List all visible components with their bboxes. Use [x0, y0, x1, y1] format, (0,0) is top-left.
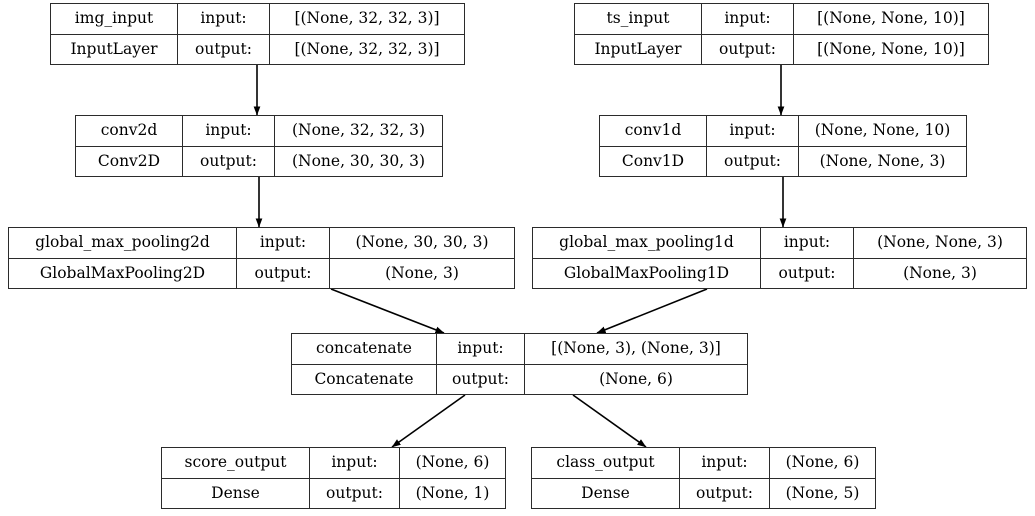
node-class-name: Concatenate: [292, 364, 437, 394]
node-output-label: output:: [680, 478, 770, 508]
node-row-input: concatenate input: [(None, 3), (None, 3)…: [292, 334, 747, 365]
node-output-label: output:: [183, 146, 275, 176]
node-input-label: input:: [183, 116, 275, 146]
graph-node-score_output[interactable]: score_output input: (None, 6) Dense outp…: [161, 447, 506, 509]
edge-concatenate-to-score_output: [391, 394, 466, 448]
node-input-label: input:: [178, 4, 270, 34]
node-input-label: input:: [761, 228, 854, 258]
node-input-shape: (None, None, 3): [877, 233, 1003, 251]
node-class-name: GlobalMaxPooling1D: [533, 258, 761, 288]
node-class-name: InputLayer: [51, 34, 178, 64]
node-output-shape: (None, 3): [903, 263, 977, 282]
node-input-shape: [(None, None, 10)]: [817, 9, 965, 27]
node-output-label: output:: [178, 34, 270, 64]
node-output-shape: (None, None, 3): [819, 151, 946, 170]
node-class-name: GlobalMaxPooling2D: [9, 258, 237, 288]
node-row-output: GlobalMaxPooling1D output: (None, 3): [533, 258, 1026, 288]
node-row-input: class_output input: (None, 6): [532, 448, 875, 479]
node-row-output: InputLayer output: [(None, None, 10)]: [575, 34, 988, 64]
node-row-output: Concatenate output: (None, 6): [292, 364, 747, 394]
node-input-shape: (None, 30, 30, 3): [355, 233, 489, 251]
node-layer-name: img_input: [51, 4, 178, 34]
node-output-label: output:: [310, 478, 400, 508]
node-output-shape: (None, 30, 30, 3): [291, 151, 425, 170]
node-row-input: global_max_pooling1d input: (None, None,…: [533, 228, 1026, 259]
node-input-label: input:: [680, 448, 770, 478]
node-class-name: Dense: [532, 478, 680, 508]
graph-node-ts_input[interactable]: ts_input input: [(None, None, 10)] Input…: [574, 3, 989, 65]
node-layer-name: global_max_pooling2d: [9, 228, 237, 258]
node-layer-name: conv1d: [600, 116, 707, 146]
node-input-shape: (None, 6): [785, 453, 860, 471]
node-input-shape: [(None, 3), (None, 3)]: [551, 339, 721, 357]
node-layer-name: global_max_pooling1d: [533, 228, 761, 258]
node-row-input: global_max_pooling2d input: (None, 30, 3…: [9, 228, 514, 259]
node-input-shape: (None, None, 10): [814, 121, 951, 139]
node-row-input: img_input input: [(None, 32, 32, 3)]: [51, 4, 464, 35]
node-class-name: Dense: [162, 478, 310, 508]
node-input-label: input:: [310, 448, 400, 478]
node-layer-name: class_output: [532, 448, 680, 478]
node-layer-name: score_output: [162, 448, 310, 478]
node-output-label: output:: [702, 34, 794, 64]
node-input-shape: (None, 6): [415, 453, 490, 471]
node-layer-name: ts_input: [575, 4, 702, 34]
node-row-input: conv2d input: (None, 32, 32, 3): [76, 116, 442, 147]
node-output-label: output:: [437, 364, 525, 394]
node-class-name: Conv1D: [600, 146, 707, 176]
node-output-label: output:: [237, 258, 330, 288]
graph-node-conv1d[interactable]: conv1d input: (None, None, 10) Conv1D ou…: [599, 115, 967, 177]
node-row-output: Dense output: (None, 1): [162, 478, 505, 508]
node-input-label: input:: [707, 116, 799, 146]
graph-node-concatenate[interactable]: concatenate input: [(None, 3), (None, 3)…: [291, 333, 748, 395]
node-output-shape: [(None, 32, 32, 3)]: [294, 39, 440, 58]
node-output-shape: (None, 6): [599, 369, 673, 388]
node-input-shape: [(None, 32, 32, 3)]: [294, 9, 440, 27]
graph-node-img_input[interactable]: img_input input: [(None, 32, 32, 3)] Inp…: [50, 3, 465, 65]
graph-node-conv2d[interactable]: conv2d input: (None, 32, 32, 3) Conv2D o…: [75, 115, 443, 177]
node-row-output: GlobalMaxPooling2D output: (None, 3): [9, 258, 514, 288]
graph-node-global_max_pooling2d[interactable]: global_max_pooling2d input: (None, 30, 3…: [8, 227, 515, 289]
node-input-label: input:: [437, 334, 525, 364]
graph-node-class_output[interactable]: class_output input: (None, 6) Dense outp…: [531, 447, 876, 509]
node-row-input: conv1d input: (None, None, 10): [600, 116, 966, 147]
node-output-shape: (None, 1): [415, 483, 490, 502]
node-output-label: output:: [707, 146, 799, 176]
edge-concatenate-to-class_output: [572, 394, 647, 448]
node-output-shape: [(None, None, 10)]: [817, 39, 965, 58]
node-row-output: Dense output: (None, 5): [532, 478, 875, 508]
edge-global_max_pooling1d-to-concatenate: [596, 288, 708, 334]
node-output-label: output:: [761, 258, 854, 288]
node-layer-name: concatenate: [292, 334, 437, 364]
node-row-output: Conv1D output: (None, None, 3): [600, 146, 966, 176]
node-output-shape: (None, 5): [785, 483, 860, 502]
edge-global_max_pooling2d-to-concatenate: [330, 288, 445, 334]
node-row-output: Conv2D output: (None, 30, 30, 3): [76, 146, 442, 176]
node-input-label: input:: [237, 228, 330, 258]
node-class-name: InputLayer: [575, 34, 702, 64]
node-row-input: score_output input: (None, 6): [162, 448, 505, 479]
node-class-name: Conv2D: [76, 146, 183, 176]
node-input-shape: (None, 32, 32, 3): [291, 121, 425, 139]
node-row-input: ts_input input: [(None, None, 10)]: [575, 4, 988, 35]
node-output-shape: (None, 3): [385, 263, 459, 282]
node-layer-name: conv2d: [76, 116, 183, 146]
node-row-output: InputLayer output: [(None, 32, 32, 3)]: [51, 34, 464, 64]
graph-node-global_max_pooling1d[interactable]: global_max_pooling1d input: (None, None,…: [532, 227, 1027, 289]
node-input-label: input:: [702, 4, 794, 34]
